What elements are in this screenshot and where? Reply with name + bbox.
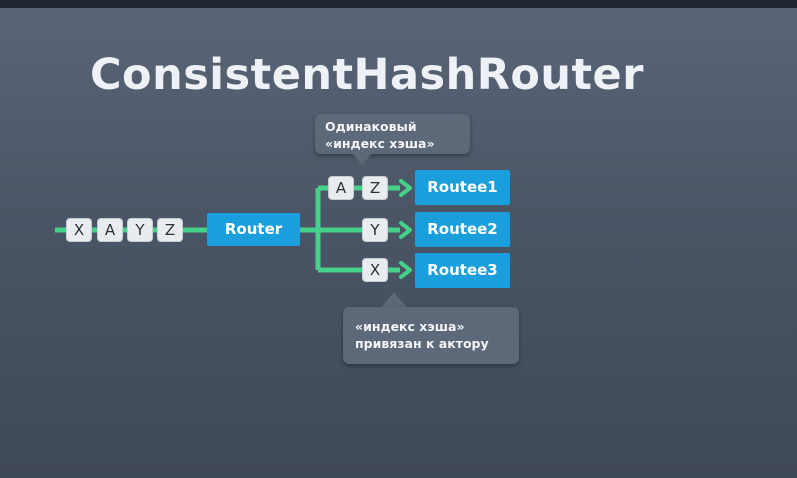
- callout-hash-bound-line1: «индекс хэша»: [355, 319, 465, 334]
- message-x: X: [66, 218, 92, 242]
- message-a: A: [97, 218, 123, 242]
- routed-message-y: Y: [362, 218, 388, 242]
- message-y: Y: [127, 218, 153, 242]
- callout-hash-bound: «индекс хэша» привязан к актору: [343, 307, 519, 364]
- router-box: Router: [207, 213, 300, 246]
- arrow-routee3: [399, 261, 412, 279]
- callout-same-hash-line1: Одинаковый: [325, 119, 417, 134]
- arrow-routee1: [399, 179, 412, 197]
- arrow-routee2: [399, 221, 412, 239]
- callout-top-pointer: [352, 153, 372, 165]
- routed-message-a: A: [328, 176, 354, 200]
- message-z: Z: [157, 218, 183, 242]
- routed-message-z: Z: [362, 176, 388, 200]
- routee2-box: Routee2: [415, 212, 510, 247]
- routee3-box: Routee3: [415, 253, 510, 288]
- routed-message-x: X: [362, 258, 388, 282]
- callout-bottom-pointer: [380, 292, 408, 309]
- slide-title: ConsistentHashRouter: [90, 50, 644, 100]
- top-bar: [0, 0, 797, 8]
- routee1-box: Routee1: [415, 170, 510, 205]
- callout-hash-bound-line2: привязан к актору: [355, 336, 489, 351]
- callout-same-hash: Одинаковый «индекс хэша»: [315, 114, 470, 154]
- callout-same-hash-line2: «индекс хэша»: [325, 136, 435, 151]
